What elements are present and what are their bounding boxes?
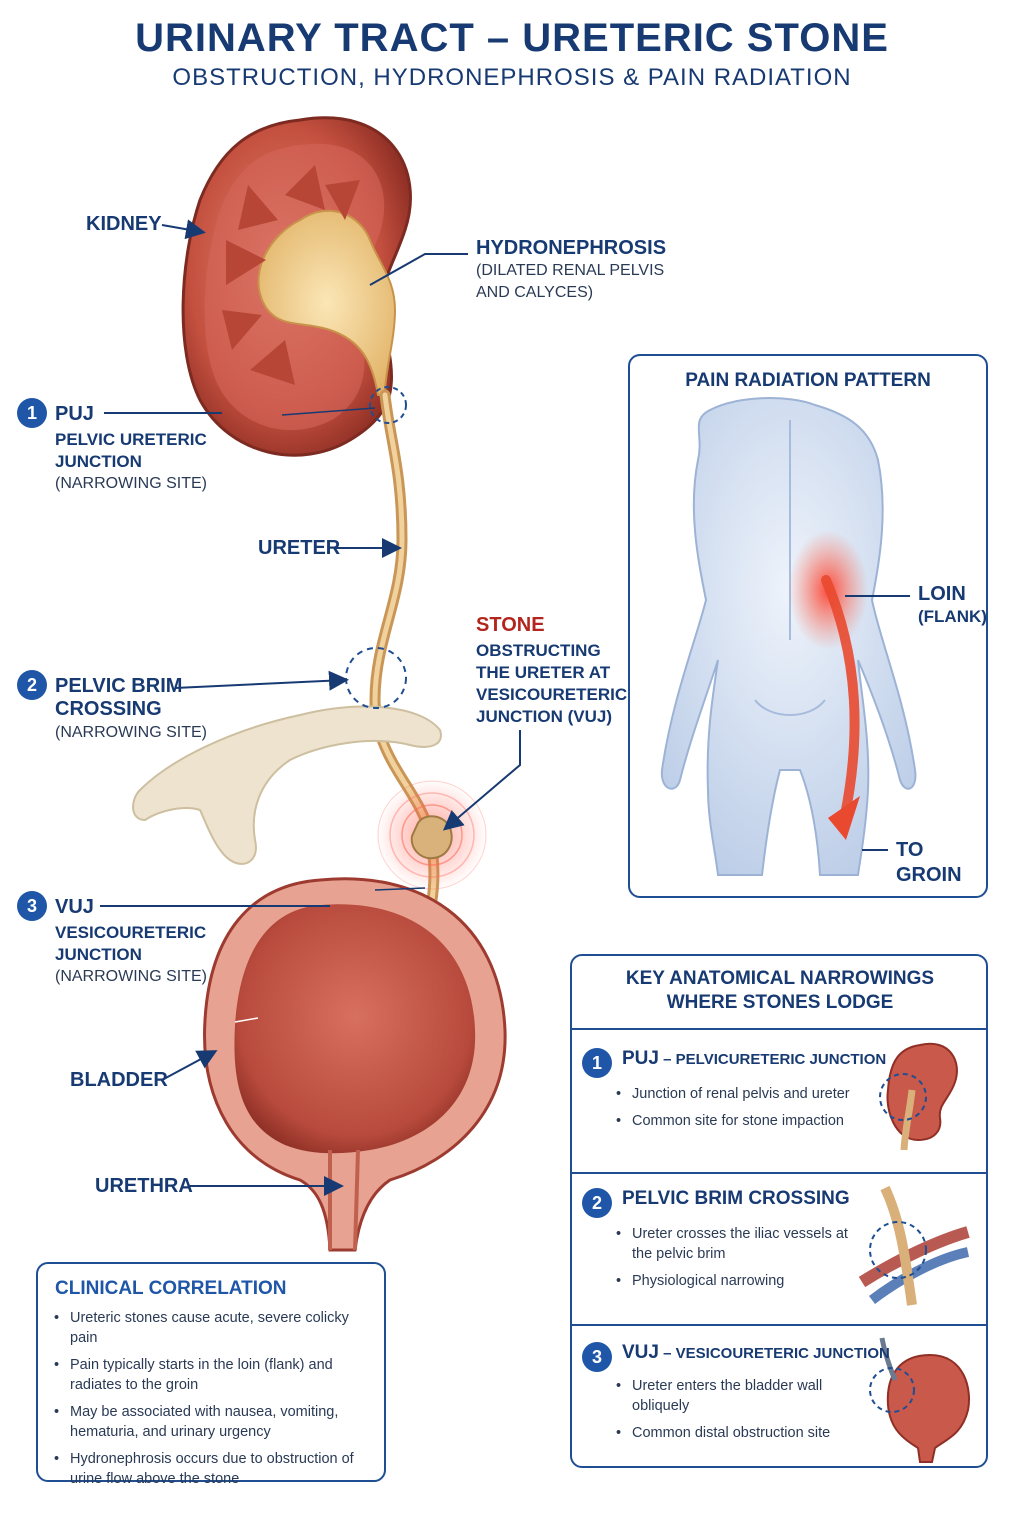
- puj-full-name-1: PELVIC URETERIC: [55, 429, 207, 451]
- narrowings-panel: KEY ANATOMICAL NARROWINGS WHERE STONES L…: [570, 954, 988, 1468]
- puj-number-badge: 1: [17, 398, 47, 428]
- stone-drawing: [412, 816, 452, 858]
- hydronephrosis-label: HYDRONEPHROSIS: [476, 236, 666, 260]
- clinical-title: CLINICAL CORRELATION: [55, 1278, 287, 1300]
- narrowing-section-pelvic-brim: 2 PELVIC BRIM CROSSING Ureter crosses th…: [572, 1188, 988, 1318]
- bladder-label: BLADDER: [70, 1068, 168, 1092]
- clinical-item: Pain typically starts in the loin (flank…: [54, 1355, 379, 1395]
- clinical-item: May be associated with nausea, vomiting,…: [54, 1402, 379, 1442]
- pain-panel-title: PAIN RADIATION PATTERN: [628, 370, 988, 392]
- narrowing-item: Physiological narrowing: [616, 1271, 856, 1291]
- narrowings-title-2: WHERE STONES LODGE: [572, 992, 988, 1014]
- vuj-full-name-1: VESICOURETERIC: [55, 922, 206, 944]
- stone-desc-4: JUNCTION (VUJ): [476, 706, 612, 728]
- clinical-list: Ureteric stones cause acute, severe coli…: [54, 1308, 379, 1496]
- bladder-drawing: [205, 879, 506, 1250]
- loin-label: LOIN: [918, 582, 966, 606]
- narrowing-heading: PUJ – PELVICURETERIC JUNCTION: [622, 1048, 886, 1070]
- pelvic-brim-note: (NARROWING SITE): [55, 722, 207, 744]
- hydronephrosis-desc-2: AND CALYCES): [476, 282, 593, 304]
- narrowings-title-1: KEY ANATOMICAL NARROWINGS: [572, 968, 988, 990]
- vuj-label: VUJ: [55, 895, 94, 919]
- narrowing-full-name: VESICOURETERIC JUNCTION: [676, 1345, 890, 1362]
- narrowing-heading: VUJ – VESICOURETERIC JUNCTION: [622, 1342, 890, 1364]
- pelvic-brim-label-1: PELVIC BRIM: [55, 674, 182, 698]
- narrowing-item: Junction of renal pelvis and ureter: [616, 1084, 876, 1104]
- narrowing-item: Common distal obstruction site: [616, 1423, 856, 1443]
- vuj-number-badge: 3: [17, 891, 47, 921]
- puj-note: (NARROWING SITE): [55, 473, 207, 495]
- kidney-drawing: [183, 118, 410, 455]
- narrowing-heading: PELVIC BRIM CROSSING: [622, 1188, 850, 1210]
- narrowing-abbr: PELVIC BRIM CROSSING: [622, 1188, 850, 1209]
- narrowings-divider: [572, 1028, 988, 1030]
- vuj-full-name-2: JUNCTION: [55, 944, 142, 966]
- flank-label: (FLANK): [918, 606, 987, 628]
- puj-label: PUJ: [55, 402, 94, 426]
- ureter-label: URETER: [258, 536, 340, 560]
- narrowings-divider: [572, 1324, 988, 1326]
- urethra-label: URETHRA: [95, 1174, 193, 1198]
- narrowing-number-badge: 2: [582, 1188, 612, 1218]
- clinical-item: Hydronephrosis occurs due to obstruction…: [54, 1449, 379, 1489]
- clinical-correlation-panel: CLINICAL CORRELATION Ureteric stones cau…: [36, 1262, 386, 1482]
- narrowing-list: Ureter crosses the iliac vessels at the …: [616, 1224, 856, 1298]
- narrowing-list: Ureter enters the bladder wall obliquely…: [616, 1376, 856, 1450]
- narrowing-section-vuj: 3 VUJ – VESICOURETERIC JUNCTION Ureter e…: [572, 1342, 988, 1462]
- narrowing-item: Common site for stone impaction: [616, 1111, 876, 1131]
- narrowing-item: Ureter enters the bladder wall obliquely: [616, 1376, 856, 1416]
- narrowing-sep: –: [659, 1051, 676, 1068]
- stone-label: STONE: [476, 613, 545, 637]
- narrowing-abbr: VUJ: [622, 1342, 659, 1363]
- hydronephrosis-desc-1: (DILATED RENAL PELVIS: [476, 260, 664, 282]
- stone-desc-2: THE URETER AT: [476, 662, 610, 684]
- pelvic-brim-number-badge: 2: [17, 670, 47, 700]
- narrowing-list: Junction of renal pelvis and ureter Comm…: [616, 1084, 876, 1138]
- narrowing-number-badge: 3: [582, 1342, 612, 1372]
- groin-label: GROIN: [896, 863, 962, 887]
- puj-full-name-2: JUNCTION: [55, 451, 142, 473]
- stone-desc-3: VESICOURETERIC: [476, 684, 627, 706]
- narrowing-section-puj: 1 PUJ – PELVICURETERIC JUNCTION Junction…: [572, 1048, 988, 1168]
- narrowing-full-name: PELVICURETERIC JUNCTION: [676, 1051, 887, 1068]
- narrowing-item: Ureter crosses the iliac vessels at the …: [616, 1224, 856, 1264]
- clinical-item: Ureteric stones cause acute, severe coli…: [54, 1308, 379, 1348]
- to-label: TO: [896, 838, 923, 862]
- stone-desc-1: OBSTRUCTING: [476, 640, 601, 662]
- narrowing-number-badge: 1: [582, 1048, 612, 1078]
- narrowing-sep: –: [659, 1345, 676, 1362]
- vuj-note: (NARROWING SITE): [55, 966, 207, 988]
- narrowing-abbr: PUJ: [622, 1048, 659, 1069]
- pelvic-brim-label-2: CROSSING: [55, 697, 162, 721]
- kidney-label: KIDNEY: [86, 212, 162, 236]
- narrowings-divider: [572, 1172, 988, 1174]
